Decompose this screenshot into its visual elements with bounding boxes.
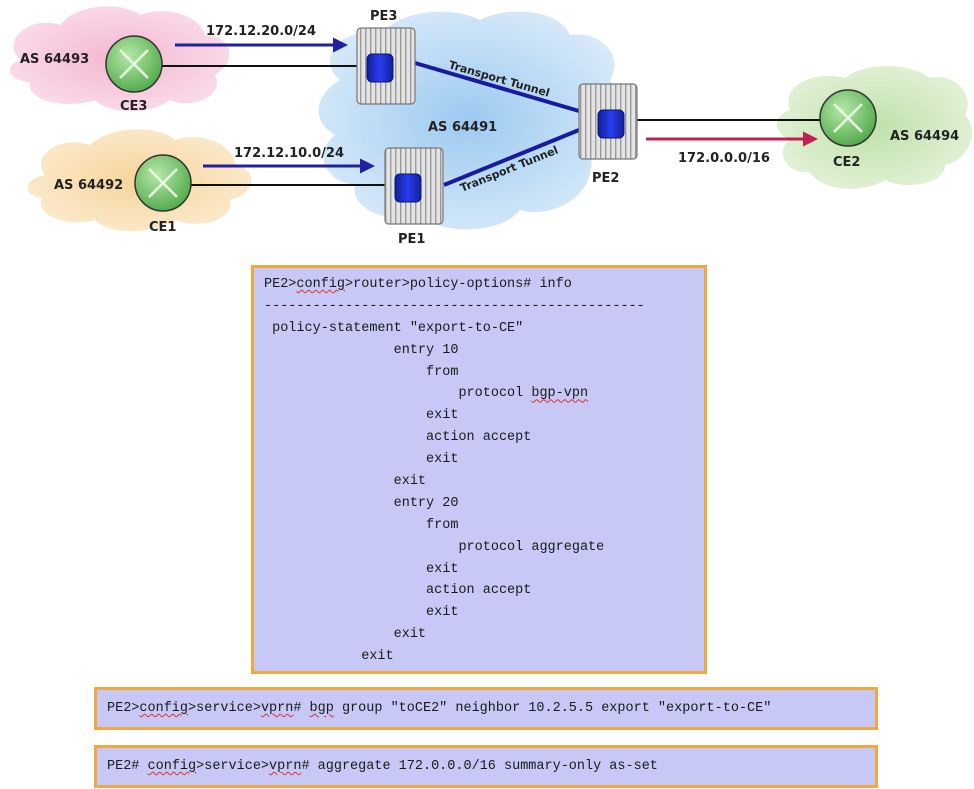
- config-line-indent: [264, 474, 394, 489]
- bgp-prompt-c: #: [293, 701, 310, 716]
- route-label-ce1: 172.12.10.0/24: [234, 146, 344, 161]
- config-line: action accept: [264, 580, 694, 602]
- config-line-indent: [264, 496, 394, 511]
- as-label-64491: AS 64491: [428, 120, 497, 135]
- config-line-text: protocol aggregate: [458, 539, 605, 555]
- config-line: entry 20: [264, 493, 694, 515]
- config-line: exit: [264, 602, 694, 624]
- bgp-prompt-b: >service>: [188, 701, 261, 716]
- as-label-64492: AS 64492: [54, 178, 123, 193]
- config-line-indent: [264, 605, 426, 620]
- config-line-indent: [264, 452, 426, 467]
- config-line-text: policy-statement "export-to-CE": [272, 320, 524, 336]
- config-line: policy-statement "export-to-CE": [264, 318, 694, 340]
- config-line-text: action accept: [426, 583, 532, 599]
- agg-prompt-a: PE2#: [107, 759, 148, 774]
- config-line: exit: [264, 646, 694, 668]
- pe2-router-icon[interactable]: [578, 83, 638, 160]
- config-line-indent: [264, 386, 458, 401]
- config-line: exit: [264, 559, 694, 581]
- bgp-word-bgp: bgp: [309, 701, 334, 716]
- config-line-text: entry 20: [393, 495, 459, 511]
- ce1-label: CE1: [149, 220, 176, 235]
- config-line-text: exit: [393, 474, 427, 490]
- network-diagram: Transport Tunnel Transport Tunnel 172.12…: [9, 6, 973, 247]
- config-line: protocol bgp-vpn: [264, 383, 694, 405]
- config-line-text: PE2>config>router>policy-options# info: [264, 277, 572, 292]
- config-line-indent: [264, 649, 361, 664]
- ce2-label: CE2: [833, 155, 860, 170]
- tunnel-pe1-pe2: [443, 128, 580, 187]
- ce1-router-icon[interactable]: [134, 154, 192, 212]
- config-line: exit: [264, 624, 694, 646]
- config-line-text: exit: [426, 561, 459, 577]
- ce3-router-icon[interactable]: [105, 35, 163, 93]
- config-line-text: exit: [361, 649, 394, 665]
- config-line-indent: [264, 627, 394, 642]
- config-line-text: exit: [393, 627, 427, 643]
- route-label-ce2: 172.0.0.0/16: [678, 151, 770, 166]
- config-line-indent: [264, 365, 426, 380]
- as-label-64493: AS 64493: [20, 52, 89, 67]
- bgp-export-config-box: PE2>config>service>vprn# bgp group "toCE…: [94, 687, 878, 730]
- aggregate-config-box: PE2# config>service>vprn# aggregate 172.…: [94, 745, 878, 788]
- route-label-ce3: 172.12.20.0/24: [206, 24, 316, 39]
- pe2-label: PE2: [592, 171, 619, 186]
- config-line-text: protocol bgp-vpn: [458, 386, 589, 402]
- tunnel-pe3-pe2: [414, 61, 580, 113]
- config-line-indent: [264, 518, 426, 533]
- config-line: exit: [264, 449, 694, 471]
- agg-word-vprn: vprn: [269, 759, 302, 774]
- pe1-label: PE1: [398, 232, 425, 247]
- config-line-text: from: [426, 364, 459, 380]
- config-line-indent: [264, 408, 426, 423]
- pe1-router-icon[interactable]: [384, 147, 444, 225]
- agg-prompt-b: >service>: [196, 759, 270, 774]
- config-line: protocol aggregate: [264, 537, 694, 559]
- spellcheck-word: bgp-vpn: [531, 386, 589, 402]
- bgp-prompt-a: PE2>: [107, 701, 140, 716]
- config-line-indent: [264, 583, 426, 598]
- agg-command-rest: # aggregate 172.0.0.0/16 summary-only as…: [301, 759, 658, 774]
- bgp-command-rest: group "toCE2" neighbor 10.2.5.5 export "…: [333, 701, 772, 716]
- config-line-text: exit: [426, 605, 459, 621]
- config-line-indent: [264, 562, 426, 577]
- config-line-indent: [264, 540, 458, 555]
- config-line: action accept: [264, 427, 694, 449]
- config-line: from: [264, 362, 694, 384]
- bgp-word-config: config: [139, 701, 189, 716]
- config-line-text: action accept: [426, 430, 532, 446]
- bgp-word-vprn: vprn: [260, 701, 294, 716]
- config-line: entry 10: [264, 340, 694, 362]
- config-line: PE2>config>router>policy-options# info: [264, 274, 694, 296]
- ce2-router-icon[interactable]: [819, 89, 877, 147]
- as-label-64494: AS 64494: [890, 129, 959, 144]
- config-line-text: from: [426, 517, 459, 533]
- config-line: ----------------------------------------…: [264, 296, 694, 318]
- spellcheck-word: config: [296, 277, 346, 292]
- ce3-label: CE3: [120, 99, 147, 114]
- config-line: exit: [264, 471, 694, 493]
- config-line-indent: [264, 430, 426, 445]
- pe3-router-icon[interactable]: [356, 27, 416, 105]
- config-line: from: [264, 515, 694, 537]
- config-line: exit: [264, 405, 694, 427]
- agg-word-config: config: [147, 759, 197, 774]
- config-line-indent: [264, 321, 272, 336]
- config-line-text: exit: [426, 452, 459, 468]
- config-line-text: exit: [426, 408, 459, 424]
- config-line-indent: [264, 343, 394, 358]
- config-line-text: ----------------------------------------…: [264, 298, 645, 314]
- policy-options-config-box: PE2>config>router>policy-options# info --…: [251, 265, 707, 674]
- config-line-text: entry 10: [393, 342, 459, 358]
- pe3-label: PE3: [370, 9, 397, 24]
